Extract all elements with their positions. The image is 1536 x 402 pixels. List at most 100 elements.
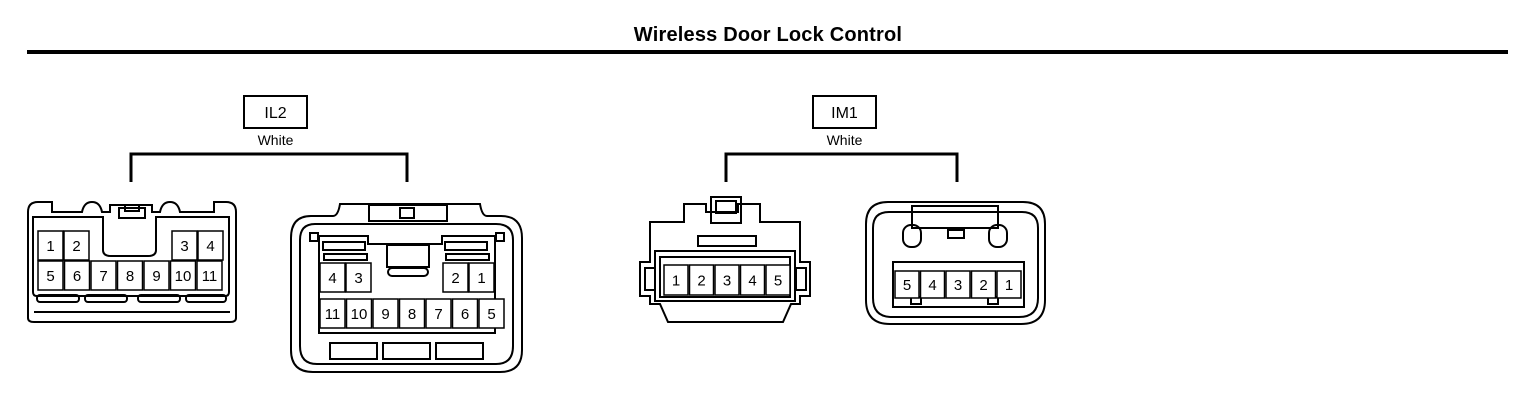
pin-number: 2 [451, 270, 459, 287]
pin-number: 6 [461, 306, 469, 323]
pin-cavity [425, 298, 452, 329]
pin-cavity [468, 262, 495, 293]
pin-cavity [945, 270, 971, 299]
pin-number: 6 [73, 268, 81, 285]
il2-code-box [243, 95, 308, 129]
pin-number: 7 [99, 268, 107, 285]
il2-device-lock [368, 204, 448, 222]
diagram-title: Wireless Door Lock Control [633, 24, 903, 46]
il2-device-shell [290, 203, 523, 373]
il2-device-top-slot [445, 253, 490, 261]
pin-number: 11 [202, 268, 218, 285]
im1-device-face [892, 261, 1025, 308]
pin-number: 10 [351, 306, 368, 323]
pin-number: 11 [325, 306, 341, 323]
il2-device-corner [495, 232, 505, 242]
im1-code-box [812, 95, 877, 129]
pin-number: 1 [1005, 277, 1013, 294]
il2-label-group: IL2 White [129, 95, 409, 182]
pin-number: 7 [434, 306, 442, 323]
pin-cavity [345, 298, 373, 329]
pin-cavity [442, 262, 469, 293]
pin-cavity [398, 298, 426, 329]
pin-number: 8 [126, 268, 134, 285]
il2-device-inner-rim [299, 223, 514, 365]
pin-cavity [478, 298, 505, 329]
pin-number: 3 [354, 270, 362, 287]
il2-harness-slot [185, 294, 227, 303]
im1-harness-lock [710, 196, 742, 224]
il2-harness-lock [118, 207, 146, 219]
im1-harness-side-tab [795, 267, 807, 291]
pin-cavity [894, 270, 920, 299]
pin-number: 5 [774, 272, 782, 289]
pin-cavity [37, 260, 64, 291]
pin-cavity [345, 262, 372, 293]
pin-number: 9 [152, 268, 160, 285]
il2-device-bottom-slot [329, 342, 378, 360]
il2-device-face [318, 235, 496, 334]
il2-harness-face [32, 216, 230, 297]
pin-cavity [143, 260, 170, 291]
im1-device-post [988, 224, 1008, 248]
pin-number: 2 [72, 238, 80, 255]
im1-harness-top-slot [697, 235, 757, 247]
pin-number: 4 [928, 277, 936, 294]
il2-harness-shell [27, 200, 237, 323]
im1-harness-lock-tab [715, 200, 737, 214]
pin-cavity [196, 260, 223, 291]
pin-cavity [37, 230, 64, 261]
pin-cavity [90, 260, 117, 291]
im1-device-lock [911, 205, 999, 229]
pin-cavity [714, 264, 740, 296]
pin-cavity [319, 262, 346, 293]
il2-device-lock-tab [399, 207, 415, 219]
il2-bracket [129, 152, 409, 182]
im1-device-shell [865, 201, 1046, 325]
il2-code-label: IL2 [264, 105, 286, 122]
pin-number: 3 [180, 238, 188, 255]
pin-number: 1 [672, 272, 680, 289]
il2-harness-slot [36, 294, 80, 303]
pin-cavity [996, 270, 1022, 299]
pin-number: 9 [381, 306, 389, 323]
pin-cavity [63, 260, 91, 291]
pin-cavity [663, 264, 689, 296]
im1-harness-side-tab [644, 267, 656, 291]
pin-number: 10 [175, 268, 192, 285]
pin-cavity [116, 260, 144, 291]
pin-number: 8 [408, 306, 416, 323]
im1-harness-face [654, 250, 796, 302]
pin-cavity [919, 270, 946, 299]
im1-device-lock-tab [947, 229, 965, 239]
im1-code-label: IM1 [831, 105, 858, 122]
pin-cavity [63, 230, 90, 261]
pin-number: 4 [206, 238, 214, 255]
title-rule [27, 50, 1508, 54]
pin-cavity [451, 298, 479, 329]
il2-harness-slot [84, 294, 128, 303]
im1-label-group: IM1 White [724, 95, 959, 182]
pin-number: 4 [328, 270, 336, 287]
il2-harness-lock-tab [124, 204, 140, 212]
pin-cavity [171, 230, 198, 261]
il2-device-bottom-slot [435, 342, 484, 360]
pin-cavity [739, 264, 766, 296]
pin-cavity [372, 298, 399, 329]
im1-bracket [724, 152, 959, 182]
il2-device-corner [309, 232, 319, 242]
im1-device-post [902, 224, 922, 248]
pin-number: 3 [954, 277, 962, 294]
pin-number: 2 [979, 277, 987, 294]
il2-device-top-slot [444, 241, 488, 251]
pin-number: 1 [477, 270, 485, 287]
il2-device-top-slot [323, 253, 368, 261]
